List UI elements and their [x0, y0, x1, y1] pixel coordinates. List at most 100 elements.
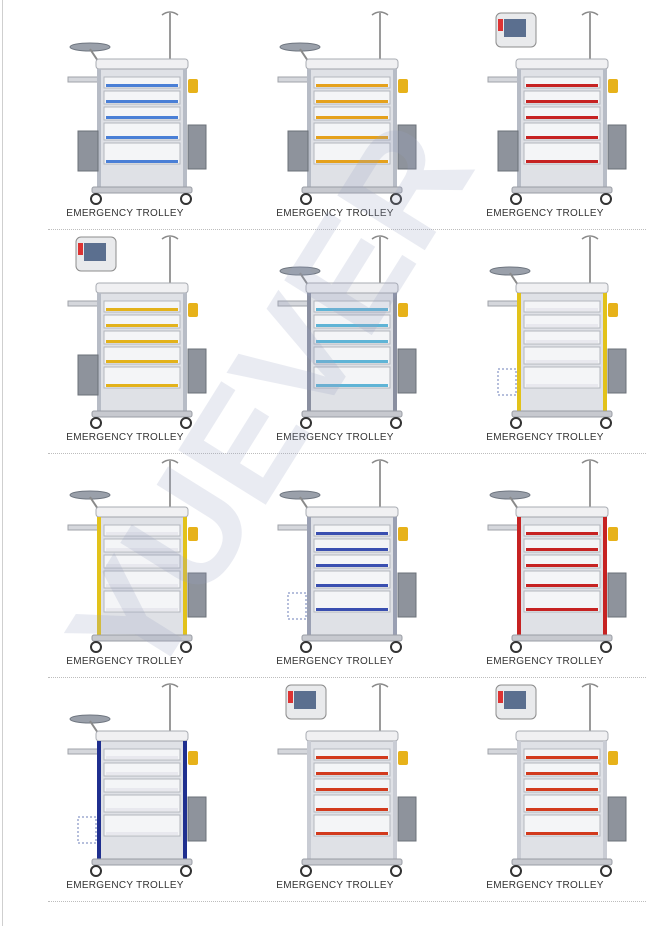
drawer-handle	[106, 100, 178, 103]
trolley-image	[277, 11, 417, 205]
drawer-handle	[106, 808, 178, 811]
drawer-handle	[526, 832, 598, 835]
pullout-shelf	[487, 524, 519, 531]
drawer-handle	[106, 340, 178, 343]
wire-basket	[77, 816, 97, 844]
drawer-handle	[316, 608, 388, 611]
caster-wheel	[390, 417, 402, 429]
waste-bin	[398, 303, 408, 317]
caster-wheel	[600, 417, 612, 429]
waste-bin	[188, 79, 198, 93]
pullout-shelf	[67, 748, 99, 755]
wire-basket	[287, 592, 307, 620]
caster-wheel	[180, 417, 192, 429]
drawer	[313, 570, 391, 589]
product-caption: EMERGENCY TROLLEY	[276, 880, 394, 891]
page-left-border	[2, 0, 3, 926]
trolley-image	[277, 683, 417, 877]
side-frame-left	[517, 741, 521, 859]
pullout-shelf	[487, 748, 519, 755]
drawer	[103, 76, 181, 89]
trolley-image	[67, 459, 207, 653]
drawer	[103, 590, 181, 613]
product-caption: EMERGENCY TROLLEY	[276, 208, 394, 219]
drawer-handle	[316, 532, 388, 535]
drawer	[313, 524, 391, 537]
drawer-handle	[106, 160, 178, 163]
drawer	[103, 524, 181, 537]
drawer-handle	[316, 340, 388, 343]
drawer-handle	[526, 772, 598, 775]
drawer-handle	[526, 116, 598, 119]
side-bin	[607, 796, 627, 842]
caster-wheel	[300, 417, 312, 429]
side-frame-right	[393, 293, 397, 411]
waste-bin	[188, 303, 198, 317]
drawer	[523, 346, 601, 365]
trolley-top	[515, 282, 609, 294]
drawer	[523, 76, 601, 89]
trolley-base	[301, 858, 403, 866]
drawer	[103, 346, 181, 365]
waste-bin	[188, 527, 198, 541]
trolley-image	[277, 459, 417, 653]
trolley-top	[305, 506, 399, 518]
caster-wheel	[390, 193, 402, 205]
pullout-shelf	[67, 524, 99, 531]
drawer-handle	[106, 756, 178, 759]
side-bin	[77, 130, 99, 172]
side-bin	[607, 572, 627, 618]
iv-hook	[581, 459, 599, 464]
trolley-image	[487, 235, 627, 429]
drawer-handle	[316, 564, 388, 567]
drawer	[523, 814, 601, 837]
product-card: EMERGENCY TROLLEY	[20, 453, 230, 675]
drawer	[103, 366, 181, 389]
trolley-image	[67, 683, 207, 877]
drawer	[103, 814, 181, 837]
drawer-handle	[526, 360, 598, 363]
drawer-handle	[526, 756, 598, 759]
iv-hook	[371, 235, 389, 240]
row-divider	[48, 677, 646, 678]
side-bin	[187, 572, 207, 618]
trolley-base	[511, 858, 613, 866]
iv-hook	[371, 459, 389, 464]
drawer-handle	[316, 84, 388, 87]
side-frame-left	[307, 741, 311, 859]
trolley-image	[67, 11, 207, 205]
side-bin	[187, 796, 207, 842]
monitor-screen	[84, 243, 106, 261]
drawer-handle	[106, 136, 178, 139]
caster-wheel	[90, 193, 102, 205]
trolley-base	[301, 410, 403, 418]
drawer-handle	[526, 608, 598, 611]
product-card: EMERGENCY TROLLEY	[230, 453, 440, 675]
drawer-handle	[106, 308, 178, 311]
caster-wheel	[600, 641, 612, 653]
drawer-handle	[526, 548, 598, 551]
side-frame-left	[517, 517, 521, 635]
trolley-base	[511, 634, 613, 642]
caster-wheel	[390, 641, 402, 653]
product-card: EMERGENCY TROLLEY	[440, 5, 650, 227]
waste-bin	[608, 527, 618, 541]
product-card: EMERGENCY TROLLEY	[20, 229, 230, 451]
side-frame-left	[307, 517, 311, 635]
row-divider	[48, 229, 646, 230]
drawer-handle	[316, 116, 388, 119]
drawer	[523, 366, 601, 389]
drawer-handle	[316, 584, 388, 587]
iv-hook	[581, 11, 599, 16]
drawer	[523, 794, 601, 813]
drawer-handle	[316, 832, 388, 835]
drawer-handle	[316, 756, 388, 759]
caster-wheel	[510, 193, 522, 205]
monitor-handle	[288, 691, 293, 703]
product-caption: EMERGENCY TROLLEY	[486, 656, 604, 667]
row-divider	[48, 901, 646, 902]
product-caption: EMERGENCY TROLLEY	[276, 432, 394, 443]
iv-hook	[371, 11, 389, 16]
drawer	[313, 748, 391, 761]
rotating-tray	[69, 42, 111, 52]
